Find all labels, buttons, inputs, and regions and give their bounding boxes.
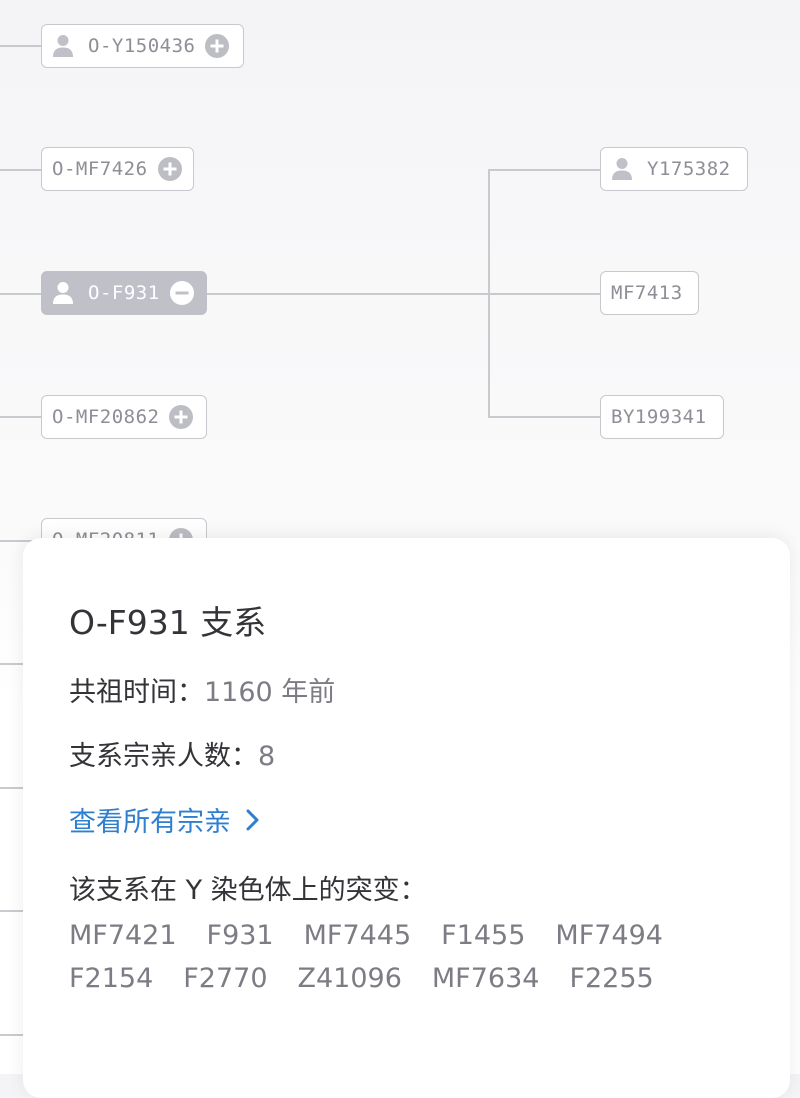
connector-line [488,416,601,418]
node-label: O-MF20862 [52,406,160,428]
branch-info-panel: O-F931 支系 共祖时间：1160 年前 支系宗亲人数：8 查看所有宗亲 该… [23,538,790,1098]
connector-line [0,45,42,47]
plus-circle-icon[interactable] [169,405,194,429]
node-label: BY199341 [611,406,707,428]
minus-circle-icon[interactable] [169,281,194,305]
node-label: MF7413 [611,282,683,304]
node-label: O-F931 [88,282,160,304]
tree-node-o-mf20862[interactable]: O-MF20862 [41,395,207,439]
mutation-item: F2154 [69,963,154,994]
connector-line [206,293,601,295]
mutations-list: MF7421 F931 MF7445 F1455 MF7494 F2154 F2… [69,920,749,994]
connector-line [0,910,24,912]
node-label: O-Y150436 [88,35,196,57]
node-label: Y175382 [647,158,731,180]
connector-line [488,169,601,171]
person-icon [53,35,73,57]
tree-node-o-f931[interactable]: O-F931 [41,271,207,315]
tree-node-o-y150436[interactable]: O-Y150436 [41,24,244,68]
plus-circle-icon[interactable] [157,157,182,181]
view-all-relatives-link[interactable]: 查看所有宗亲 [69,800,261,839]
mutation-item: MF7634 [431,963,540,994]
common-ancestor-label: 共祖时间： [69,677,204,708]
connector-line [0,540,42,542]
mutation-item: Z41096 [297,963,402,994]
mutation-item: MF7445 [303,920,412,951]
tree-node-o-mf7426[interactable]: O-MF7426 [41,147,194,191]
mutation-item: F2770 [183,963,268,994]
plus-circle-icon[interactable] [205,34,230,58]
relatives-count-value: 8 [258,741,276,772]
mutation-item: MF7421 [69,920,177,951]
mutations-heading: 该支系在 Y 染色体上的突变： [69,875,427,906]
connector-line [488,169,490,418]
tree-node-by199341[interactable]: BY199341 [600,395,724,439]
tree-node-mf7413[interactable]: MF7413 [600,271,699,315]
node-label: O-MF7426 [52,158,148,180]
chevron-right-icon [246,809,259,830]
connector-line [0,1034,24,1036]
connector-line [0,169,42,171]
view-all-relatives-label: 查看所有宗亲 [69,807,231,838]
connector-line [0,663,24,665]
mutation-item: F2255 [569,963,654,994]
mutation-item: MF7494 [555,920,663,951]
connector-line [0,416,42,418]
mutation-item: F931 [206,920,274,951]
connector-line [0,293,42,295]
common-ancestor-value: 1160 年前 [204,677,336,708]
branch-title: O-F931 支系 [69,603,267,642]
relatives-count-label: 支系宗亲人数： [69,741,258,772]
connector-line [0,787,24,789]
mutation-item: F1455 [441,920,526,951]
person-icon [53,282,73,304]
relatives-count-row: 支系宗亲人数：8 [69,734,275,773]
person-icon [612,158,632,180]
tree-node-y175382[interactable]: Y175382 [600,147,748,191]
common-ancestor-row: 共祖时间：1160 年前 [69,670,335,709]
